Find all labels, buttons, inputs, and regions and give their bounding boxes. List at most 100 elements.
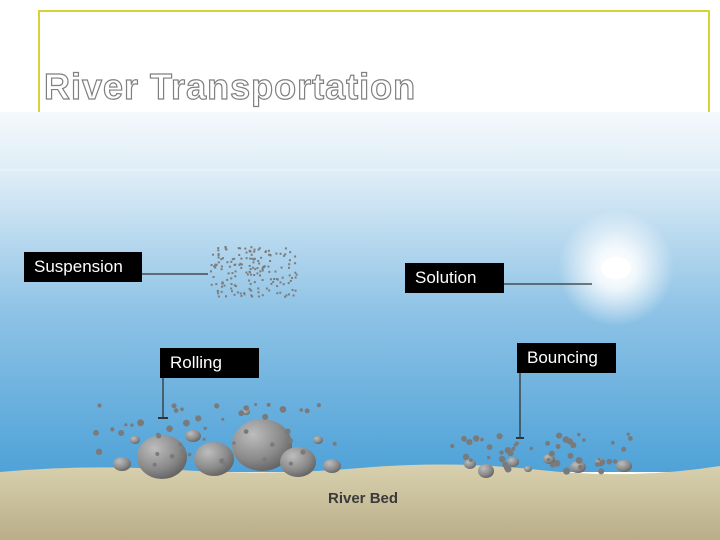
suspended-particle [233,284,236,287]
suspended-particle [233,257,236,260]
pebble [595,462,600,467]
suspended-particle [291,289,294,291]
suspended-particle [253,248,256,251]
suspended-particle [217,261,220,264]
pebble [606,458,613,465]
suspended-particle [217,253,220,256]
suspended-particle [261,294,264,297]
suspended-particle [226,261,229,264]
suspended-particle [223,284,226,287]
suspended-particle [222,257,224,260]
suspended-particle [265,287,268,290]
pebble [480,437,484,442]
suspended-particle [240,266,243,269]
pebble [284,428,291,435]
pebble [221,417,225,421]
suspended-particle [280,266,283,269]
suspended-particle [289,251,292,254]
suspended-particle [268,270,271,273]
suspended-particle [294,271,297,274]
suspended-particle [217,254,220,257]
pebble [621,446,627,452]
suspended-particle [281,276,284,279]
suspended-particle [243,292,246,295]
suspended-particle [294,289,297,292]
suspended-particle [261,269,264,272]
pebble [166,425,173,433]
suspended-particle [250,273,253,276]
suspended-particle [288,293,290,296]
suspended-particle [250,253,253,256]
suspended-particle [244,247,247,250]
pebble [262,457,267,462]
pebble [599,459,606,466]
suspended-particle [217,247,220,250]
pebble [279,406,287,413]
pebble [203,426,207,430]
suspended-particle [254,268,257,271]
pebble [152,462,157,467]
suspended-particle [256,267,259,270]
pebble [450,443,455,449]
suspended-particle [221,285,223,288]
pebble [183,419,190,427]
pebble [110,427,115,432]
suspended-particle [289,279,292,282]
suspended-particle [258,295,260,298]
pebble [195,415,202,422]
pebble [529,446,534,451]
suspended-particle [248,287,251,290]
suspension-particles [210,246,298,298]
pebble [266,402,271,407]
pebble [626,432,630,436]
pebble [499,450,504,455]
suspended-particle [231,258,234,261]
suspended-particle [249,282,252,285]
pebble [511,446,516,451]
pebble [299,408,304,412]
suspended-particle [220,265,223,268]
suspended-particle [279,291,282,294]
solution-particle [601,257,631,279]
pebble [270,442,275,447]
suspended-particle [230,287,233,290]
suspended-particle [239,292,242,295]
suspended-particle [252,266,255,269]
suspended-particle [215,283,218,286]
suspended-particle [267,249,270,252]
bouncing-pebbles [450,432,633,475]
suspended-particle [248,250,251,253]
river-bed-label: River Bed [328,490,399,507]
suspended-particle [248,270,251,273]
suspended-particle [248,279,251,282]
suspended-particle [239,247,242,250]
suspended-particle [288,266,290,269]
suspended-particle [236,291,239,294]
pebble [553,459,561,467]
suspended-particle [291,277,293,279]
pebble [254,403,258,406]
pebble [171,403,177,409]
suspended-particle [212,276,215,278]
pebble [563,467,571,475]
suspended-particle [267,265,270,268]
suspended-particle [276,292,279,295]
river-bed [0,464,720,540]
pebble [262,413,269,420]
suspended-particle [288,263,291,266]
suspended-particle [230,260,233,263]
pebble [462,453,470,461]
suspended-particle [294,255,297,258]
pebble [214,403,220,409]
suspended-particle [259,274,261,277]
suspended-particle [231,272,234,275]
rolling-label: Rolling [160,348,259,378]
suspended-particle [256,272,259,275]
suspended-particle [268,253,270,256]
suspended-particle [245,257,248,260]
suspended-particle [261,279,264,281]
pebble [304,408,310,414]
rolling-pebbles [93,402,337,467]
suspended-particle [216,290,219,293]
pebble [124,423,128,427]
